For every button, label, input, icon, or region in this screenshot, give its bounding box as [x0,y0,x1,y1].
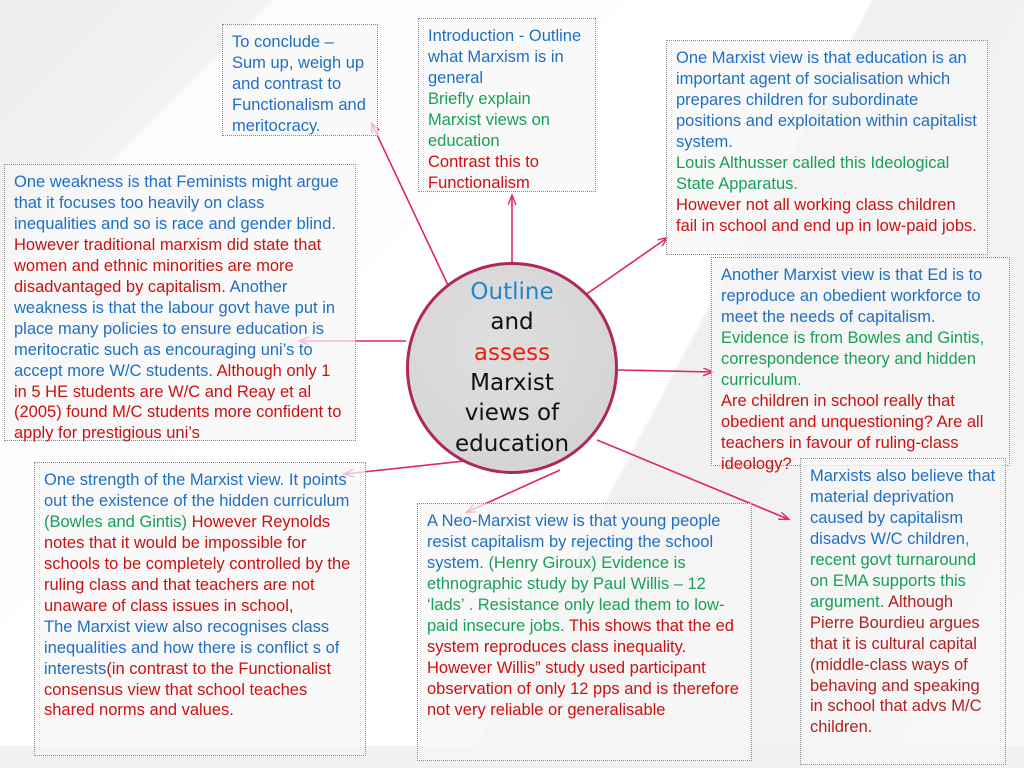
segment-2: (Bowles and Gintis) [44,512,192,531]
note-line-1: One Marxist view is that education is an… [676,49,977,151]
hub-line-5: views of [464,400,560,427]
note-line-2: Louis Althusser called this Ideological … [676,153,950,193]
hub-line-2: and [490,309,534,336]
note-line-1: Introduction - Outline what Marxism is i… [428,27,582,87]
arrow-to-socialisation [577,238,667,301]
note-line-3: However not all working class children f… [676,195,977,235]
note-line-1: Another Marxist view is that Ed is to re… [721,266,983,326]
introduction-note[interactable]: Introduction - Outline what Marxism is i… [418,18,596,192]
hub-line-6: education [454,430,570,457]
arrow-to-workforce [617,370,712,372]
note-text: A Neo-Marxist view is that young people … [427,511,742,721]
hub-line-3: assess [473,339,551,366]
note-line-3: Contrast this to Functionalism [428,152,539,192]
conclusion-note[interactable]: To conclude – Sum up, weigh up and contr… [222,24,378,136]
hub-line-4: Marxist [470,370,554,396]
note-line-2: Briefly explain Marxist views on educati… [428,89,550,150]
segment-1: One strength of the Marxist view. It poi… [44,471,350,510]
central-topic-circle[interactable]: Outline and assess Marxist views of educ… [406,262,618,474]
material-deprivation-note[interactable]: Marxists also believe that material depr… [800,458,1006,765]
note-text: One strength of the Marxist view. It poi… [44,470,356,721]
hub-line-1: Outline [470,278,554,305]
marxist-strength-note[interactable]: One strength of the Marxist view. It poi… [34,462,366,756]
note-text: To conclude – Sum up, weigh up and contr… [232,33,366,135]
note-text: One weakness is that Feminists might arg… [14,172,346,444]
obedient-workforce-note[interactable]: Another Marxist view is that Ed is to re… [711,257,1010,473]
neo-marxist-note[interactable]: A Neo-Marxist view is that young people … [417,503,752,761]
segment-1: One weakness is that Feminists might arg… [14,173,339,233]
segment-3: Although Pierre Bourdieu argues that it … [810,592,982,737]
note-line-2: Evidence is from Bowles and Gintis, corr… [721,328,985,389]
note-text: Marxists also believe that material depr… [810,466,996,738]
feminist-weakness-note[interactable]: One weakness is that Feminists might arg… [4,164,356,444]
socialisation-note[interactable]: One Marxist view is that education is an… [666,40,988,255]
